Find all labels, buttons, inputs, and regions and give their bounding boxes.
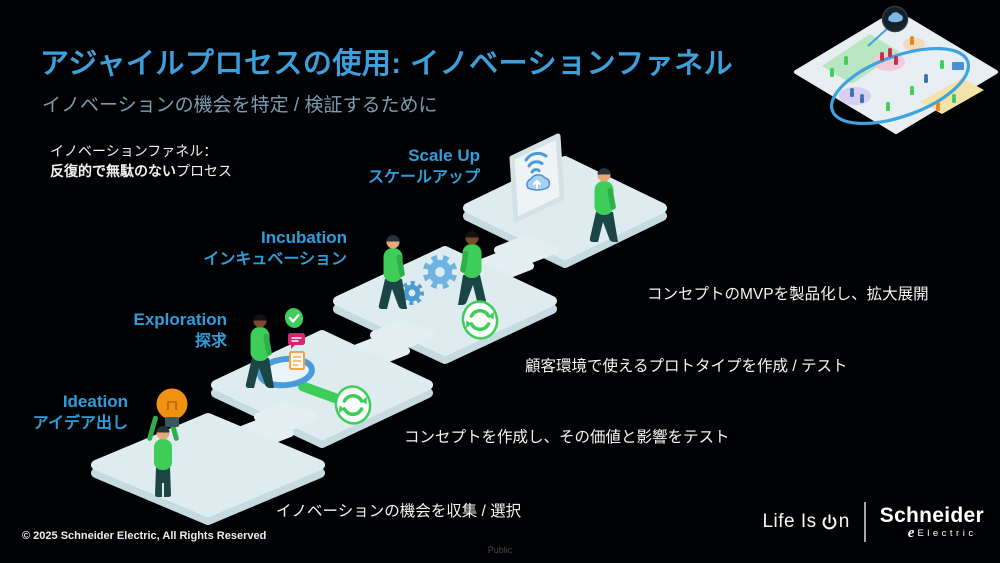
mini-illustration xyxy=(794,5,998,134)
page-subtitle: イノベーションの機会を特定 / 検証するために xyxy=(42,95,438,116)
funnel-note: イノベーションファネル： 反復的で無駄のないプロセス xyxy=(50,141,232,182)
step-label-incubation: Incubation インキュベーション xyxy=(203,228,347,269)
page-title: アジャイルプロセスの使用: イノベーションファネル xyxy=(40,48,734,80)
document-icon xyxy=(289,351,305,370)
copyright-notice: © 2025 Schneider Electric, All Rights Re… xyxy=(22,530,267,542)
step-description-incubation: 顧客環境で使えるプロトタイプを作成 / テスト xyxy=(525,358,848,375)
purple-zone xyxy=(839,87,871,105)
step-label-scaleup: Scale Up スケールアップ xyxy=(367,146,480,187)
platform-scaleup xyxy=(463,133,667,268)
classification-label: Public xyxy=(487,545,513,555)
brand-divider xyxy=(863,502,866,542)
wifi-cloud-board xyxy=(509,133,565,223)
speech-bubble-icon xyxy=(288,333,305,349)
step-description-exploration: コンセプトを作成し、その価値と影響をテスト xyxy=(404,429,730,446)
mini-people xyxy=(830,36,956,111)
brand-block: Life Is n Schneider e Electric xyxy=(762,502,984,542)
schneider-logo: Schneider e Electric xyxy=(879,504,984,541)
orange-zone xyxy=(903,37,925,51)
check-badge-icon xyxy=(284,308,304,328)
power-icon xyxy=(822,513,837,529)
cloud-upload-icon xyxy=(526,174,551,191)
life-is-on-tagline: Life Is n xyxy=(762,511,850,532)
wifi-icon xyxy=(524,151,548,174)
platform-ideation xyxy=(91,388,325,525)
spotlight-badge xyxy=(881,5,909,33)
step-label-exploration: Exploration 探求 xyxy=(133,310,227,351)
step-label-ideation: Ideation アイデア出し xyxy=(32,392,128,433)
schneider-e-glyph: e xyxy=(907,525,915,541)
step-description-scaleup: コンセプトのMVPを製品化し、拡大展開 xyxy=(647,286,929,303)
funnel-note-rest: プロセス xyxy=(176,163,232,180)
lightbulb-icon xyxy=(156,388,188,427)
funnel-note-line1: イノベーションファネル： xyxy=(50,143,218,159)
step-description-ideation: イノベーションの機会を収集 / 選択 xyxy=(276,503,522,520)
funnel-note-bold: 反復的で無駄のない xyxy=(50,163,176,180)
green-zone xyxy=(822,34,900,84)
focus-ellipse xyxy=(829,46,971,126)
